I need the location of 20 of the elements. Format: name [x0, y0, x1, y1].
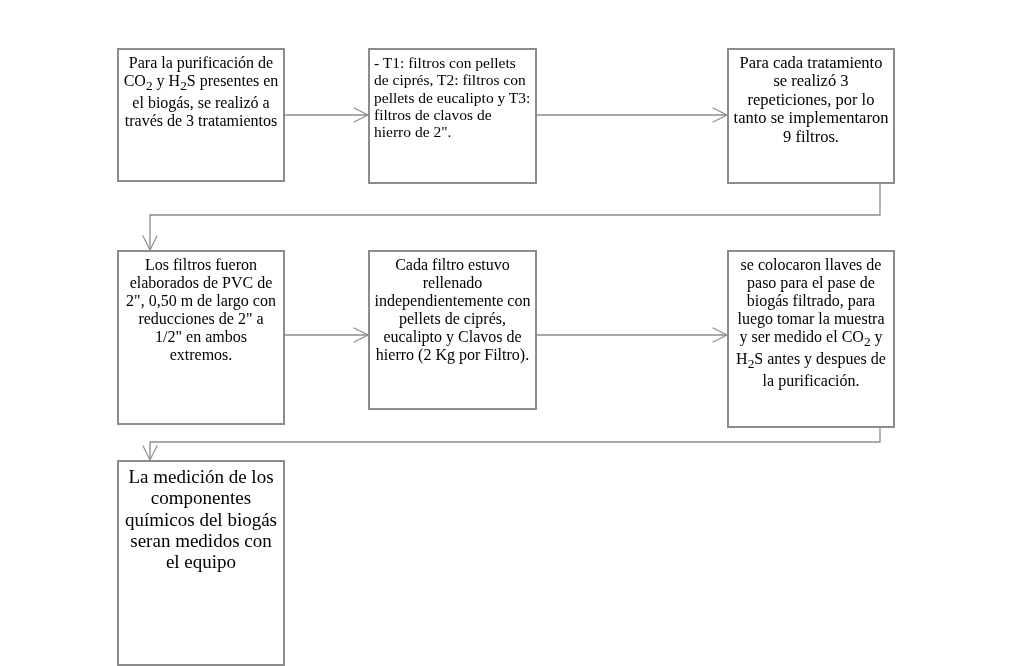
- arrow: [536, 327, 728, 343]
- process-box: [368, 48, 537, 184]
- step-text: - T1: filtros con pellets de ciprés, T2: filtros con pellets de eucalipto y T3: filtros de clavos de hierro de 2".: [374, 54, 531, 141]
- arrow: [142, 427, 881, 461]
- process-box: [117, 460, 285, 666]
- step-text: Para la purificación de CO$_{2}$ y H$_{2}$S presentes en el biogás, se realizó a través de 3 tratamientos: [123, 54, 279, 130]
- arrow: [142, 183, 881, 251]
- process-box: [117, 250, 285, 425]
- arrow: [284, 327, 369, 343]
- step-text: Los filtros fueron elaborados de PVC de 2", 0,50 m de largo con reducciones de 2" a 1/2" en ambos extremos.: [125, 256, 277, 364]
- step-text: Cada filtro estuvo rellenado independientemente con pellets de ciprés, eucalipto y Clavos de hierro (2 Kg por Filtro).: [374, 256, 531, 364]
- process-box: [368, 250, 537, 410]
- arrow: [536, 107, 728, 123]
- step-text: se colocaron llaves de paso para el pase de biogás filtrado, para luego tomar la muestra y ser medido el CO$_{2}$ y H$_{2}$S antes y despues de la purificación.: [735, 256, 887, 390]
- step-text: Para cada tratamiento se realizó 3 repeticiones, por lo tanto se implementaron 9 filtros.: [733, 54, 889, 147]
- process-box: [727, 48, 895, 184]
- arrow: [284, 107, 369, 123]
- step-text: La medición de los componentes químicos del biogás seran medidos con el equipo: [124, 466, 278, 573]
- process-box: [727, 250, 895, 428]
- process-box: [117, 48, 285, 182]
